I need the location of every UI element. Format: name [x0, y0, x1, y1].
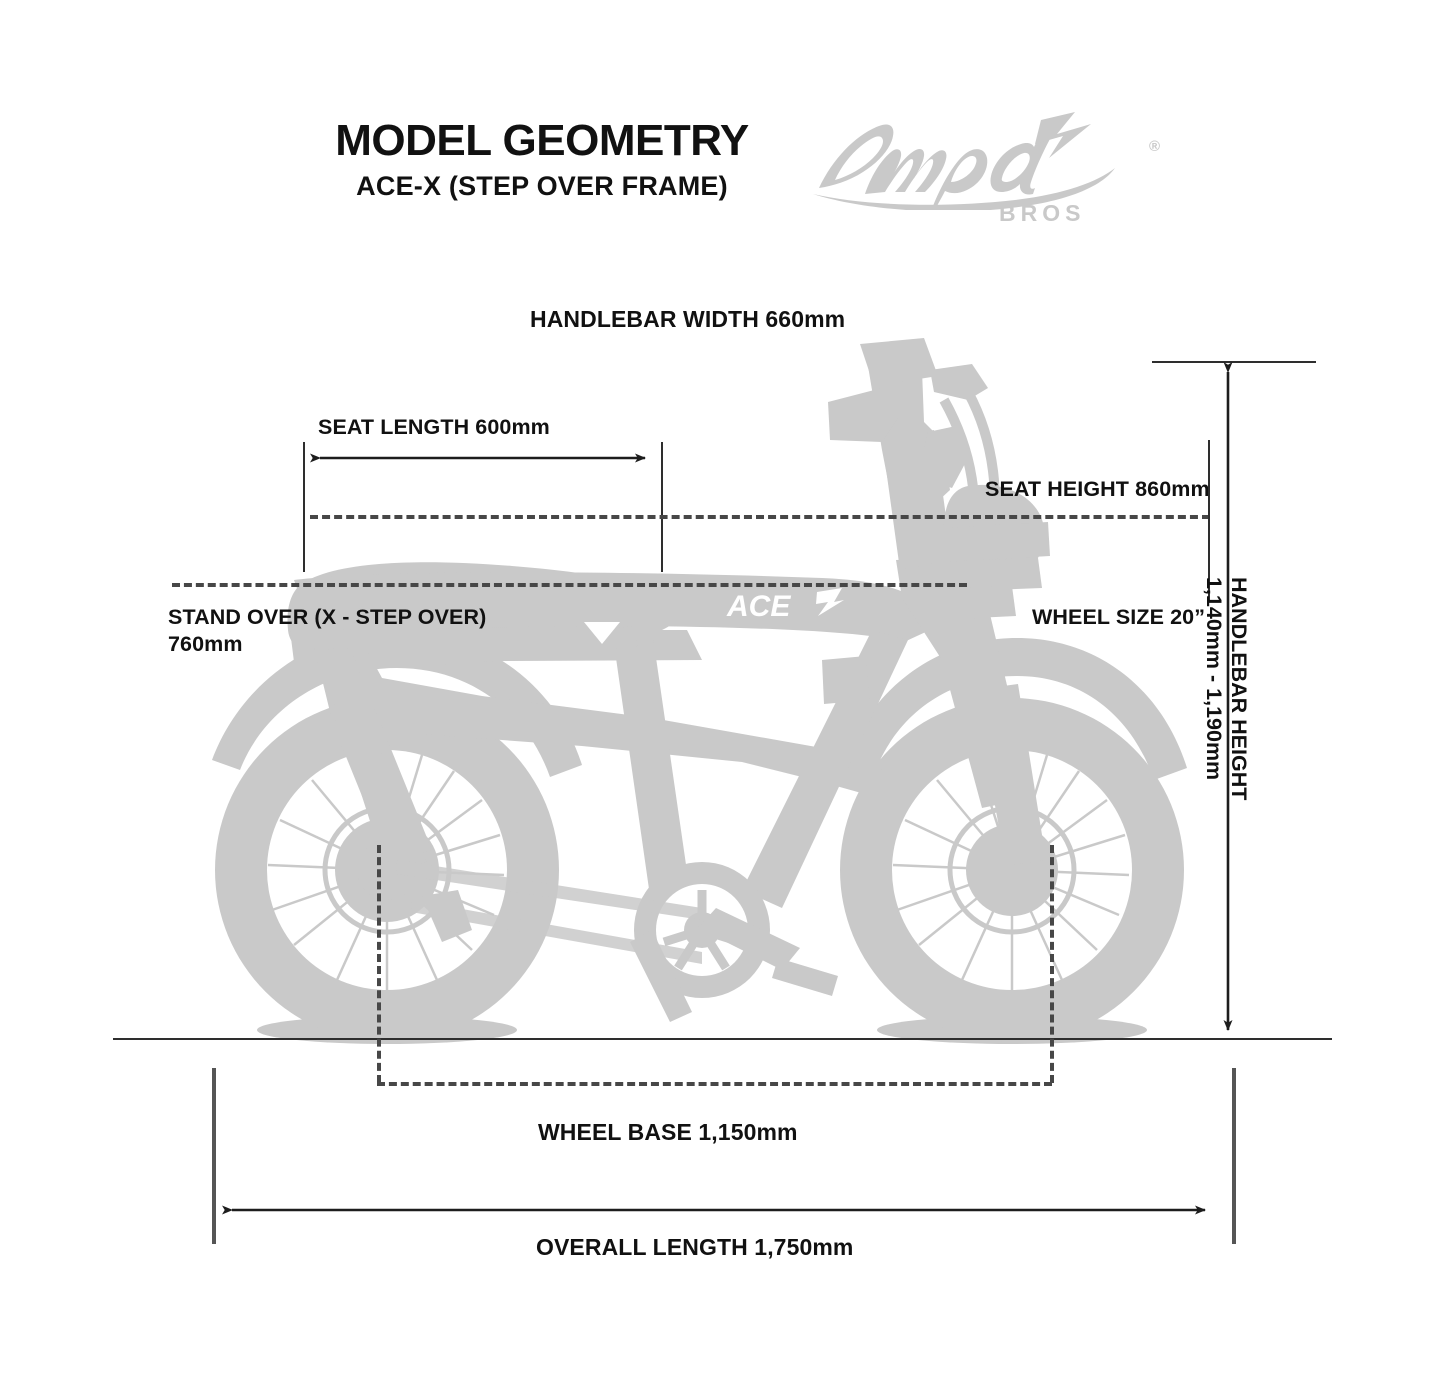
seat-length-tick-left: [303, 442, 305, 572]
handlebar-height-top-extension: [1152, 361, 1316, 363]
label-stand-over-line1: STAND OVER (X - STEP OVER): [168, 605, 487, 629]
handlebar-height-ref-line: [1208, 440, 1210, 600]
ampd-wordmark-icon: [813, 112, 1115, 210]
seat-height-dashed-line: [310, 515, 1210, 519]
ground-line: [113, 1038, 1332, 1040]
stand-over-dashed-line: [172, 583, 967, 587]
overall-length-tick-left: [212, 1068, 216, 1244]
brand-logo: ® BROS: [805, 112, 1165, 226]
brand-subtext: BROS: [999, 200, 1086, 226]
wheel-base-tick-left: [377, 845, 381, 1083]
overall-length-tick-right: [1232, 1068, 1236, 1244]
page-subtitle: ACE-X (STEP OVER FRAME): [356, 171, 728, 202]
label-overall-length: OVERALL LENGTH 1,750mm: [536, 1234, 854, 1260]
diagram-header: MODEL GEOMETRY ACE-X (STEP OVER FRAME) ®: [0, 0, 1445, 230]
label-handlebar-height-line2: 1,140mm - 1,190mm: [1202, 577, 1227, 781]
page-title: MODEL GEOMETRY: [335, 116, 749, 165]
seat-length-tick-right: [661, 442, 663, 572]
label-handlebar-height: HANDLEBAR HEIGHT 1,140mm - 1,190mm: [1202, 577, 1251, 877]
wheel-base-dashed-line: [377, 1082, 1052, 1086]
label-wheel-size: WHEEL SIZE 20”: [1032, 605, 1206, 629]
label-stand-over: STAND OVER (X - STEP OVER) 760mm: [168, 604, 548, 658]
label-seat-length: SEAT LENGTH 600mm: [318, 415, 550, 439]
title-block: MODEL GEOMETRY ACE-X (STEP OVER FRAME): [282, 116, 802, 203]
bike-silhouette: ACE: [212, 338, 1187, 1044]
label-handlebar-height-line1: HANDLEBAR HEIGHT: [1227, 577, 1251, 801]
registered-trademark-icon: ®: [1149, 138, 1161, 155]
label-seat-height: SEAT HEIGHT 860mm: [985, 477, 1210, 501]
label-stand-over-line2: 760mm: [168, 631, 243, 656]
label-handlebar-width: HANDLEBAR WIDTH 660mm: [530, 306, 846, 332]
wheel-base-tick-right: [1050, 845, 1054, 1083]
label-wheel-base: WHEEL BASE 1,150mm: [538, 1119, 798, 1145]
frame-badge: ACE: [726, 590, 791, 623]
